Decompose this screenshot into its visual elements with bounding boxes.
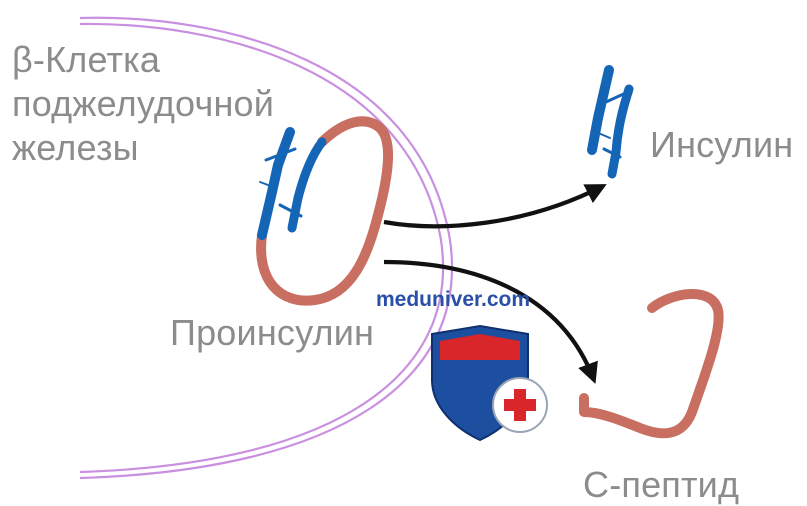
c-peptide-label: С-пептид <box>583 464 740 505</box>
proinsulin-label: Проинсулин <box>170 312 375 353</box>
watermark-text: meduniver.com <box>376 288 531 311</box>
insulin-label: Инсулин <box>650 124 794 165</box>
c-peptide-molecule <box>579 289 724 439</box>
insulin-molecule <box>587 65 634 179</box>
arrow-to-c-peptide <box>383 259 598 384</box>
proinsulin-chain <box>256 116 393 306</box>
cell-membrane <box>79 16 453 480</box>
beta-cell-label-line2: поджелудочной <box>12 83 275 124</box>
watermark-logo <box>431 324 548 442</box>
beta-cell-label-line1: β-Клетка <box>12 39 161 80</box>
proinsulin-insulin-chains <box>257 127 327 240</box>
beta-cell-label-line3: железы <box>12 127 139 168</box>
arrow-to-insulin <box>383 184 607 229</box>
beta-cell-label: β-Клетка поджелудочной железы <box>12 38 274 170</box>
